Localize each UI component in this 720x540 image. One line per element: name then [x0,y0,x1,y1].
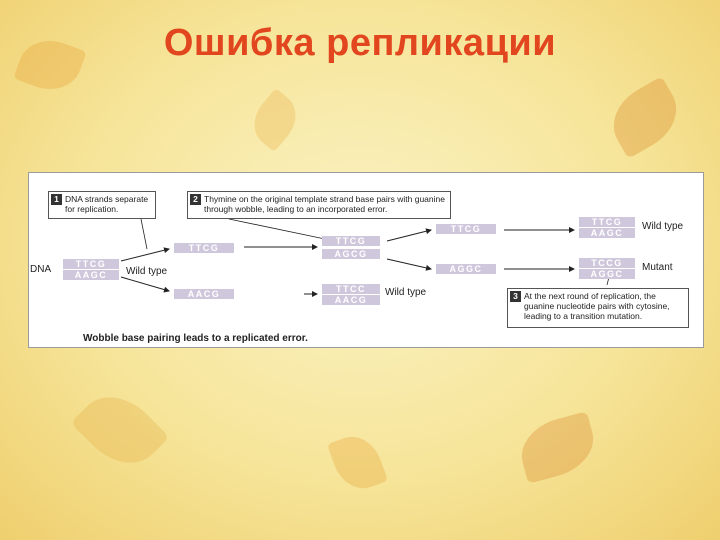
final-wild-bottom-strand: AAGC [579,228,635,238]
leaf-decoration [243,87,307,153]
callout2-pointer [228,218,326,240]
step2-number: 2 [190,194,201,205]
arrow-round2-upper [386,228,432,242]
arrow-to-upper-strand [120,247,170,262]
original-label: Wild type [126,266,168,277]
final-mutant-top-strand: TCCG [579,258,635,268]
final-wild-label: Wild type [642,221,684,232]
step1-text: DNA strands separate for replication. [65,194,149,214]
arrow-round2-lower [386,258,432,271]
step2-text: Thymine on the original template strand … [204,194,445,214]
leaf-decoration [70,380,170,480]
lower-pair-label: Wild type [385,287,427,298]
step2-callout: 2 Thymine on the original template stran… [187,191,451,219]
replication-error-figure: DNA TTCG AAGC Wild type TTCG AACG TTCG A… [28,172,704,348]
wobble-bottom-strand: AGCG [322,249,380,259]
dna-label: DNA [30,264,52,275]
round2-upper-strand: TTCG [436,224,496,234]
round2-lower-strand: AGGC [436,264,496,274]
figure-arrows [120,218,610,297]
lower-pair-bottom-strand: AACG [322,295,380,305]
wobble-top-strand: TTCG [322,236,380,246]
separated-upper-strand: TTCG [174,243,234,253]
step3-number: 3 [510,291,521,302]
original-top-strand: TTCG [63,259,119,269]
leaf-decoration [600,76,690,159]
arrow-to-lower-strand [120,276,170,293]
final-mutant-bottom-strand: AGGC [579,269,635,279]
slide-title: Ошибка репликации [163,22,557,64]
final-mutant-label: Mutant [642,262,673,273]
separated-lower-strand: AACG [174,289,234,299]
leaf-decoration [514,411,601,484]
lower-pair-top-strand: TTCC [322,284,380,294]
callout1-pointer [140,218,148,250]
leaf-decoration [326,428,389,497]
original-bottom-strand: AAGC [63,270,119,280]
step1-callout: 1 DNA strands separate for replication. [48,191,156,219]
final-wild-top-strand: TTCG [579,217,635,227]
step3-text: At the next round of replication, the gu… [524,291,670,321]
step3-callout: 3 At the next round of replication, the … [507,288,689,328]
figure-caption: Wobble base pairing leads to a replicate… [83,333,308,344]
step1-number: 1 [51,194,62,205]
